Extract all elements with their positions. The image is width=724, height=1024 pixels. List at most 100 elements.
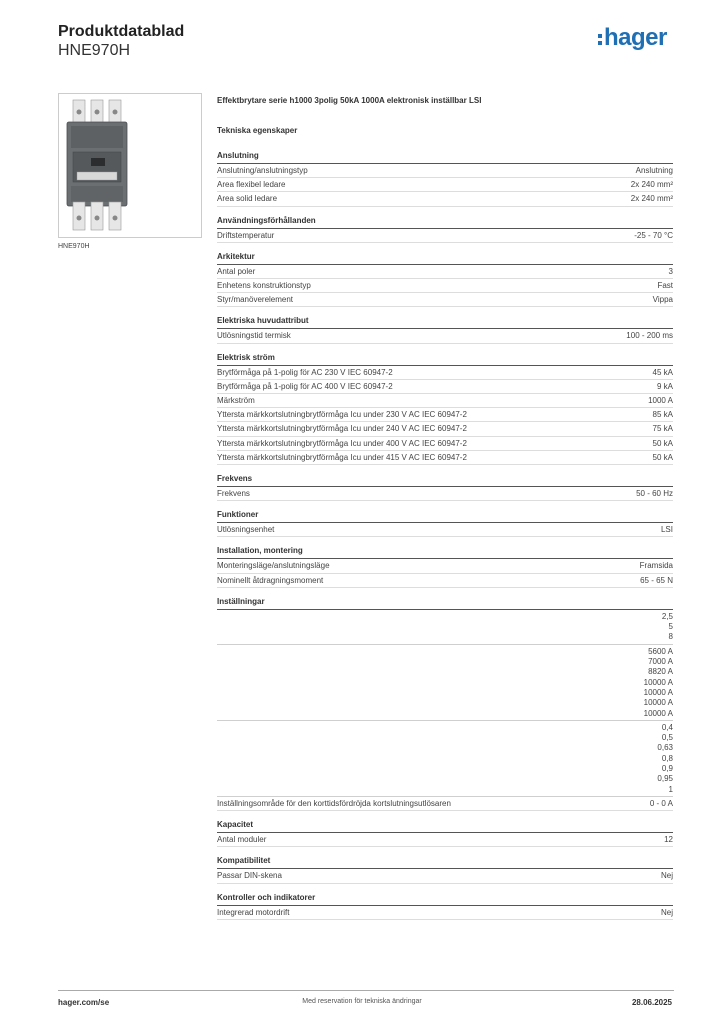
spec-row: Inställningsområde för den korttidsfördr… — [217, 797, 673, 812]
spec-label: Utlösningsenhet — [217, 525, 275, 535]
spec-row: Integrerad motordrift Nej — [217, 906, 673, 920]
setting-value: 5600 A — [648, 646, 673, 656]
setting-value: 0,63 — [657, 743, 673, 753]
spec-label: Driftstemperatur — [217, 230, 275, 240]
section-title: Inställningar — [217, 596, 673, 610]
spec-value: 2x 240 mm² — [630, 180, 673, 190]
product-image — [58, 93, 202, 238]
spec-label: Integrerad motordrift — [217, 907, 290, 917]
setting-value: 2,5 — [661, 611, 673, 621]
spec-label: Utlösningstid termisk — [217, 331, 291, 341]
section-title: Elektriska huvudattribut — [217, 315, 673, 330]
spec-label: Passar DIN-skena — [217, 871, 282, 881]
spec-value: 50 kA — [652, 452, 673, 462]
spec-value: 0 - 0 A — [649, 798, 673, 808]
spec-value: 50 - 60 Hz — [636, 489, 673, 499]
spec-label: Yttersta märkkortslutningbrytförmåga Icu… — [217, 452, 467, 462]
spec-row: Yttersta märkkortslutningbrytförmåga Icu… — [217, 437, 673, 451]
spec-value: Nej — [660, 871, 673, 881]
spec-value: 85 kA — [652, 410, 673, 420]
setting-value: 8820 A — [648, 667, 673, 677]
spec-label: Monteringsläge/anslutningsläge — [217, 561, 330, 571]
spec-row: Antal poler 3 — [217, 265, 673, 280]
section-title: Elektrisk ström — [217, 352, 673, 366]
spec-label: Frekvens — [217, 489, 250, 499]
spec-label: Enhetens konstruktionstyp — [217, 281, 311, 291]
spec-row: Monteringsläge/anslutningsläge Framsida — [217, 559, 673, 574]
section-title: Kapacitet — [217, 819, 673, 834]
setting-value: 0,95 — [657, 774, 673, 784]
spec-row: Yttersta märkkortslutningbrytförmåga Icu… — [217, 451, 673, 466]
spec-value: LSI — [660, 525, 673, 535]
spec-value: 45 kA — [652, 367, 673, 377]
logo-colon-icon — [598, 33, 602, 45]
spec-value: Framsida — [639, 561, 673, 571]
spec-value: 9 kA — [656, 381, 673, 391]
setting-value: 0,8 — [661, 753, 673, 763]
spec-label: Brytförmåga på 1-polig för AC 230 V IEC … — [217, 367, 393, 377]
document-title: Produktdatablad — [58, 23, 185, 40]
tech-heading: Tekniska egenskaper — [217, 126, 298, 135]
spec-value: Fast — [657, 281, 673, 291]
spec-value: 3 — [668, 266, 673, 276]
setting-value: 1 — [668, 784, 673, 794]
spec-label: Brytförmåga på 1-polig för AC 400 V IEC … — [217, 381, 393, 391]
setting-value: 5 — [668, 622, 673, 632]
spec-label: Antal poler — [217, 266, 256, 276]
spec-label: Yttersta märkkortslutningbrytförmåga Icu… — [217, 424, 467, 434]
spec-row: Passar DIN-skena Nej — [217, 869, 673, 884]
setting-value: 0,4 — [661, 722, 673, 732]
spec-label: Antal moduler — [217, 835, 267, 845]
spec-value: 75 kA — [652, 424, 673, 434]
section-title: Användningsförhållanden — [217, 215, 673, 229]
section-title: Anslutning — [217, 150, 673, 164]
footer-divider — [58, 990, 674, 991]
spec-value: 65 - 65 N — [640, 575, 673, 585]
spec-row: Driftstemperatur -25 - 70 °C — [217, 229, 673, 243]
product-description: Effektbrytare serie h1000 3polig 50kA 10… — [217, 96, 482, 105]
setting-value: 10000 A — [643, 708, 673, 718]
product-code: HNE970H — [58, 42, 131, 59]
spec-row: Antal moduler 12 — [217, 833, 673, 848]
spec-value: -25 - 70 °C — [634, 230, 673, 240]
footer-disclaimer: Med reservation för tekniska ändringar — [302, 998, 422, 1005]
setting-value: 0,5 — [661, 733, 673, 743]
section-title: Funktioner — [217, 509, 673, 524]
spec-value: 2x 240 mm² — [630, 194, 673, 204]
section-title: Kompatibilitet — [217, 855, 673, 870]
circuit-breaker-icon — [66, 99, 128, 231]
section-title: Kontroller och indikatorer — [217, 892, 673, 906]
hager-logo: hager — [598, 25, 667, 51]
spec-value: 12 — [664, 835, 673, 845]
spec-row: Utlösningsenhet LSI — [217, 523, 673, 538]
spec-label: Anslutning/anslutningstyp — [217, 166, 308, 175]
spec-value: Anslutning — [635, 166, 673, 175]
section-title: Installation, montering — [217, 545, 673, 560]
spec-row: Brytförmåga på 1-polig för AC 230 V IEC … — [217, 366, 673, 380]
spec-label: Yttersta märkkortslutningbrytförmåga Icu… — [217, 410, 467, 420]
spec-value: 1000 A — [648, 396, 673, 406]
setting-value: 7000 A — [648, 657, 673, 667]
section-title: Arkitektur — [217, 251, 673, 265]
spec-row: Enhetens konstruktionstyp Fast — [217, 279, 673, 294]
footer-date: 28.06.2025 — [631, 998, 672, 1007]
setting-value: 10000 A — [643, 687, 673, 697]
spec-value: Vippa — [652, 295, 673, 305]
logo-text: hager — [604, 24, 667, 51]
spec-value: Nej — [660, 907, 673, 917]
